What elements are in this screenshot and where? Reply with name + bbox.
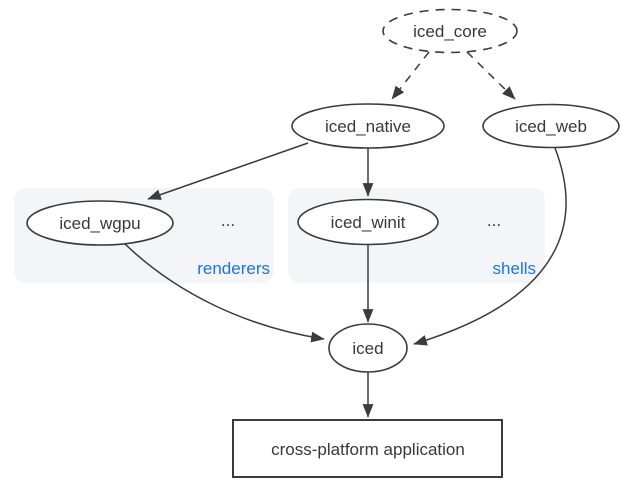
group-shells-label: shells — [493, 259, 536, 278]
group-renderers-ellipsis: ... — [221, 211, 235, 230]
node-iced-wgpu-label: iced_wgpu — [59, 214, 140, 233]
group-shells-ellipsis: ... — [487, 211, 501, 230]
edge-iced-web-to-iced — [413, 147, 567, 346]
node-iced-label: iced — [352, 339, 383, 358]
node-iced-web — [482, 103, 620, 149]
node-iced-core — [382, 8, 518, 54]
node-cross-platform-application-label: cross-platform application — [271, 440, 465, 459]
node-iced — [328, 323, 408, 373]
node-iced-native-label: iced_native — [325, 117, 411, 136]
edge-iced-native-to-iced-wgpu — [147, 142, 309, 200]
edge-iced-wgpu-to-iced — [124, 243, 325, 343]
node-iced-winit-label: iced_winit — [331, 213, 406, 232]
node-iced-web-label: iced_web — [515, 117, 587, 136]
edge-iced-core-to-iced-native — [391, 51, 430, 100]
node-iced-core-label: iced_core — [413, 22, 487, 41]
node-iced-winit — [297, 198, 439, 246]
node-iced-wgpu — [26, 200, 174, 246]
edge-iced-core-to-iced-web — [466, 51, 516, 100]
group-renderers-label: renderers — [197, 259, 270, 278]
node-iced-native — [291, 103, 445, 149]
node-cross-platform-application — [232, 419, 503, 478]
